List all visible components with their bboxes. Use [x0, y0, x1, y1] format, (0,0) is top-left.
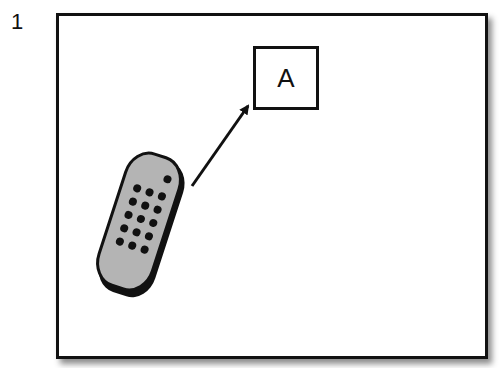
- remote-control: [89, 147, 192, 303]
- target-box: A: [253, 46, 319, 110]
- box-label: A: [277, 64, 294, 93]
- signal-arrow: [192, 106, 248, 186]
- panel-frame: 1A: [56, 13, 488, 359]
- panel-number: 1: [11, 10, 23, 34]
